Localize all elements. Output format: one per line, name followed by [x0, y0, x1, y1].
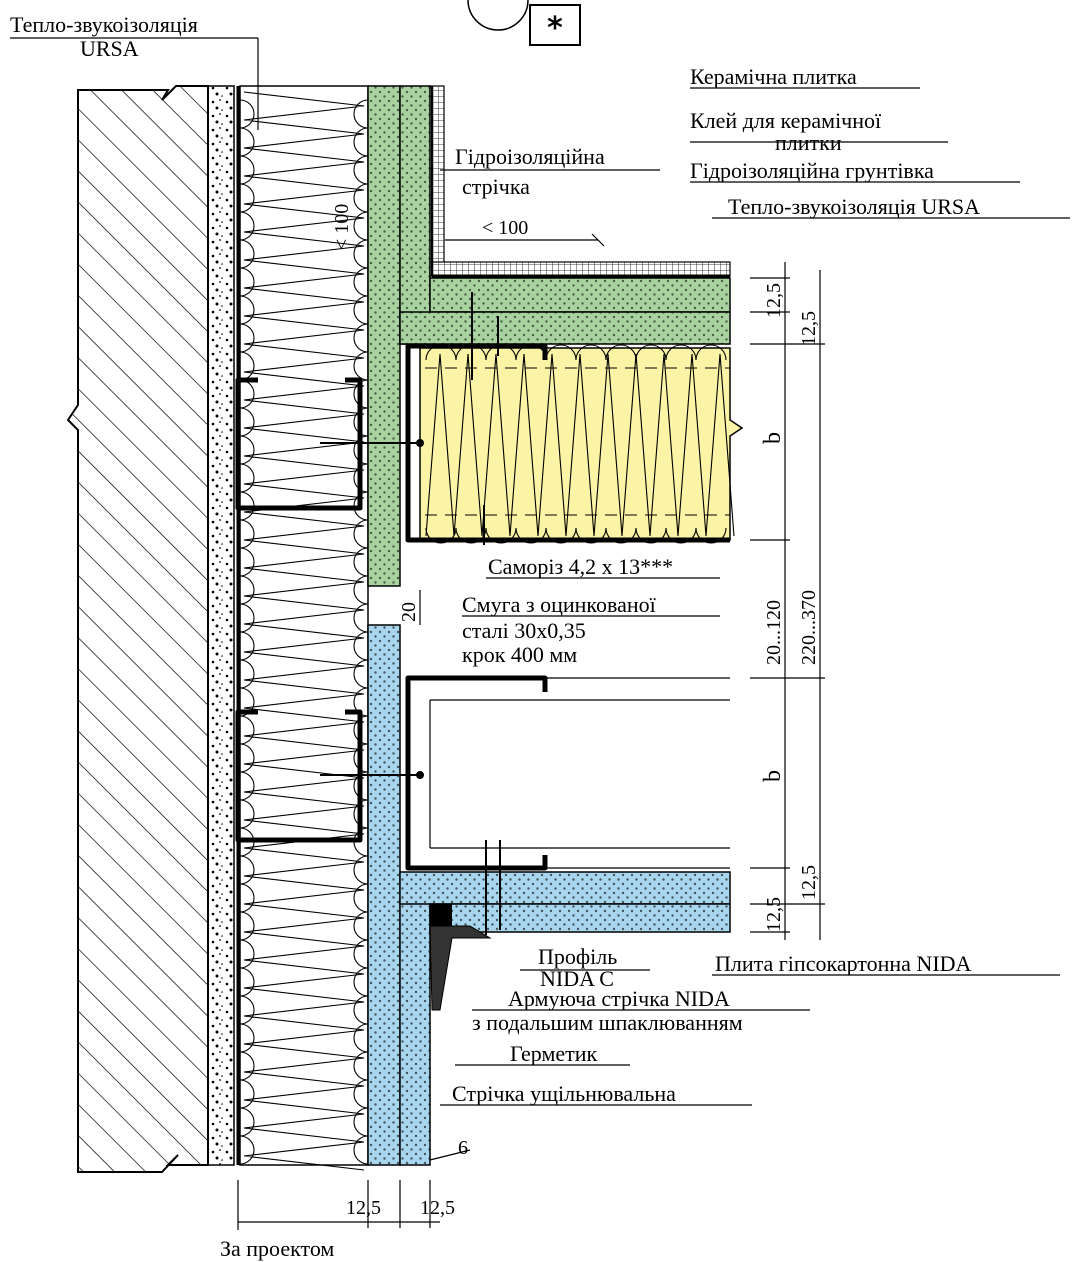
label-steel-strip-1: Смуга з оцинкованої: [462, 592, 657, 617]
floor-tile-layer: [429, 86, 731, 278]
masonry-wall: [66, 85, 209, 1173]
dim-b-upper: b: [760, 432, 786, 444]
dimension-lines: [237, 233, 825, 1230]
label-steel-strip-3: крок 400 мм: [462, 642, 577, 667]
ceiling-profile-lower: [405, 675, 730, 871]
dim-20-120: 20...120: [763, 600, 785, 665]
label-tile-glue-2: плитки: [775, 130, 842, 155]
dim-12-5-b: 12,5: [798, 311, 820, 346]
screws: [320, 292, 501, 935]
marker-text: *: [547, 11, 563, 46]
label-waterproof-primer: Гідроізоляційна грунтівка: [690, 158, 934, 183]
label-gypsum-board: Плита гіпсокартонна NIDA: [715, 951, 972, 976]
dim-bottom-12-5-b: 12,5: [420, 1197, 455, 1219]
dim-gap-20: 20: [398, 602, 420, 622]
label-steel-strip-2: сталі 30x0,35: [462, 618, 586, 643]
ceiling-profile-upper: [405, 343, 730, 543]
wall-insulation: [239, 85, 369, 1171]
dim-gap-6: 6: [458, 1137, 468, 1159]
dim-12-5-d: 12,5: [763, 897, 785, 932]
plaster-layer: [207, 85, 235, 1166]
label-profile-2: NIDA C: [540, 966, 614, 991]
label-insulation-wall-1: Тепло-звукоізоляція: [10, 12, 198, 37]
label-tile-glue-1: Клей для керамічної: [690, 108, 882, 133]
wall-profile-lower: [235, 709, 363, 843]
leader-lines: [10, 37, 1070, 1106]
dim-lt100-vertical: < 100: [331, 204, 353, 250]
label-screw: Саморіз 4,2 x 13***: [488, 554, 673, 579]
green-wall-boards: [367, 85, 431, 587]
dim-b-lower: b: [760, 770, 786, 782]
dim-12-5-c: 12,5: [798, 865, 820, 900]
label-profile-1: Профіль: [538, 944, 617, 969]
label-insulation-wall-2: URSA: [80, 36, 139, 61]
label-insulation-floor: Тепло-звукоізоляція URSA: [728, 194, 980, 219]
label-reinforcing-tape-1: Армуюча стрічка NIDA: [508, 986, 730, 1011]
dim-12-5-a: 12,5: [763, 283, 785, 318]
label-sealant: Герметик: [510, 1041, 598, 1066]
wall-profile-upper: [235, 377, 363, 511]
floor-green-boards: [399, 277, 731, 345]
floor-insulation: [419, 344, 744, 544]
dim-bottom-12-5-a: 12,5: [346, 1197, 381, 1219]
blue-wall-boards: [367, 624, 431, 1166]
dim-lt100-horizontal: < 100: [482, 217, 528, 239]
label-reinforcing-tape-2: з подальшим шпаклюванням: [472, 1010, 743, 1035]
label-ceramic-tile: Керамічна плитка: [690, 64, 857, 89]
label-sealing-tape: Стрічка ущільнювальна: [452, 1081, 676, 1106]
dim-220-370: 220...370: [798, 590, 820, 665]
label-by-project: За проектом: [220, 1236, 334, 1261]
label-waterproof-tape-2: стрічка: [462, 174, 530, 199]
reference-marker: *: [467, 0, 581, 46]
label-waterproof-tape-1: Гідроізоляційна: [455, 144, 605, 169]
sealant-corner: [429, 904, 492, 1011]
